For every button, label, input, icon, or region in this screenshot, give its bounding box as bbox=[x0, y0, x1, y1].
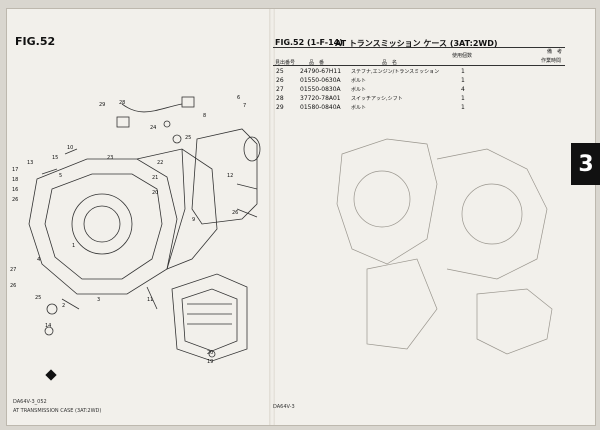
page-fold bbox=[269, 9, 275, 425]
rear-housing bbox=[191, 128, 258, 225]
callout-16: 16 bbox=[12, 187, 18, 193]
callout-26c: 26 bbox=[10, 283, 16, 289]
part-no-header: 品 番 bbox=[309, 60, 325, 66]
table-row: 29 01580-0840A ボルト 1 bbox=[275, 104, 565, 113]
figure-label-left: FIG.52 bbox=[15, 35, 56, 48]
part-name-cell: スイッチアッシ,シフト bbox=[351, 96, 403, 102]
figure-number: FIG.52 bbox=[275, 38, 305, 47]
callout-18: 18 bbox=[12, 177, 18, 183]
callout-13: 13 bbox=[27, 160, 33, 166]
part-name-cell: ボルト bbox=[351, 78, 367, 84]
quantity-cell: 1 bbox=[461, 77, 465, 84]
catalog-page: FIG.52 FIG.52 (1-F-14) AT トランスミッション ケース … bbox=[6, 8, 600, 426]
ref-cell: 29 bbox=[276, 104, 284, 111]
callout-24: 24 bbox=[150, 125, 156, 131]
quantity-cell: 1 bbox=[461, 68, 465, 75]
callout-3: 3 bbox=[97, 297, 100, 303]
page-title: AT トランスミッション ケース (3AT:2WD) bbox=[335, 39, 498, 48]
callout-17: 17 bbox=[12, 167, 18, 173]
table-row: 26 01550-0630A ボルト 1 bbox=[275, 77, 565, 86]
quantity-cell: 1 bbox=[461, 104, 465, 111]
callout-23: 23 bbox=[107, 155, 113, 161]
footer-left-title: AT TRANSMISSION CASE (3AT:2WD) bbox=[13, 408, 102, 414]
figure-code: (1-F-14) bbox=[306, 38, 343, 47]
exploded-diagram bbox=[28, 96, 553, 381]
harness bbox=[121, 103, 183, 113]
ref-cell: 28 bbox=[276, 95, 284, 102]
remarks-sub-header: 作業時間 bbox=[541, 58, 562, 64]
callout-22: 22 bbox=[157, 160, 163, 166]
part-name-cell: ボルト bbox=[351, 105, 367, 111]
part-name-cell: ステフナ,エンジン/トランスミッション bbox=[351, 69, 440, 75]
figure-label-right: FIG.52 (1-F-14) bbox=[275, 38, 343, 47]
ref-cell: 26 bbox=[276, 77, 284, 84]
table-row: 27 01550-0830A ボルト 4 bbox=[275, 86, 565, 95]
section-tab: 3 bbox=[571, 143, 600, 185]
callout-26b: 26 bbox=[232, 210, 238, 216]
quantity-cell: 1 bbox=[461, 95, 465, 102]
qty-header: 使用個数 bbox=[452, 53, 473, 59]
part-number-cell: 24790-67H11 bbox=[300, 68, 342, 75]
table-top-rule bbox=[273, 47, 565, 48]
front-arrow-icon bbox=[45, 369, 57, 381]
callout-15: 15 bbox=[52, 155, 58, 161]
table-row: 28 37720-78A01 スイッチアッシ,シフト 1 bbox=[275, 95, 565, 104]
callout-7: 7 bbox=[243, 103, 246, 109]
callout-9: 9 bbox=[192, 217, 195, 223]
part-number-cell: 01580-0840A bbox=[300, 104, 341, 111]
footer-center: DA64V-3 bbox=[273, 404, 295, 410]
part-number-cell: 01550-0630A bbox=[300, 77, 341, 84]
callout-19: 19 bbox=[207, 359, 213, 365]
callout-20b: 20 bbox=[207, 350, 213, 356]
name-header: 品 名 bbox=[382, 60, 398, 66]
remarks-header: 備 考 bbox=[547, 49, 563, 55]
callout-29: 29 bbox=[99, 102, 105, 108]
ref-cell: 25 bbox=[276, 68, 284, 75]
valve-body bbox=[171, 273, 248, 362]
callout-1: 1 bbox=[72, 243, 75, 249]
callout-26: 26 bbox=[12, 197, 18, 203]
callout-10: 10 bbox=[67, 145, 73, 151]
callout-8: 8 bbox=[203, 113, 206, 119]
callout-21: 21 bbox=[152, 175, 158, 181]
callout-27: 27 bbox=[10, 267, 16, 273]
quantity-cell: 4 bbox=[461, 86, 465, 93]
callout-20: 20 bbox=[152, 190, 158, 196]
ref-header: 見出番号 bbox=[275, 60, 296, 66]
callout-6: 6 bbox=[237, 95, 240, 101]
callout-2: 2 bbox=[62, 303, 65, 309]
callout-25: 25 bbox=[185, 135, 191, 141]
part-name-cell: ボルト bbox=[351, 87, 367, 93]
table-header-rule bbox=[273, 65, 565, 66]
callout-4: 4 bbox=[37, 257, 40, 263]
part-number-cell: 37720-78A01 bbox=[300, 95, 341, 102]
callout-14: 14 bbox=[45, 323, 51, 329]
callout-12: 12 bbox=[227, 173, 233, 179]
callout-5: 5 bbox=[59, 173, 62, 179]
table-row: 25 24790-67H11 ステフナ,エンジン/トランスミッション 1 bbox=[275, 68, 565, 77]
part-number-cell: 01550-0830A bbox=[300, 86, 341, 93]
ref-cell: 27 bbox=[276, 86, 284, 93]
callout-11: 11 bbox=[147, 297, 153, 303]
callout-28: 28 bbox=[119, 100, 125, 106]
footer-left-code: DA64V-3_052 bbox=[13, 399, 47, 405]
callout-25b: 25 bbox=[35, 295, 41, 301]
callout-layer: 29 28 6 7 24 25 8 17 18 16 26 13 15 10 2… bbox=[10, 95, 246, 365]
